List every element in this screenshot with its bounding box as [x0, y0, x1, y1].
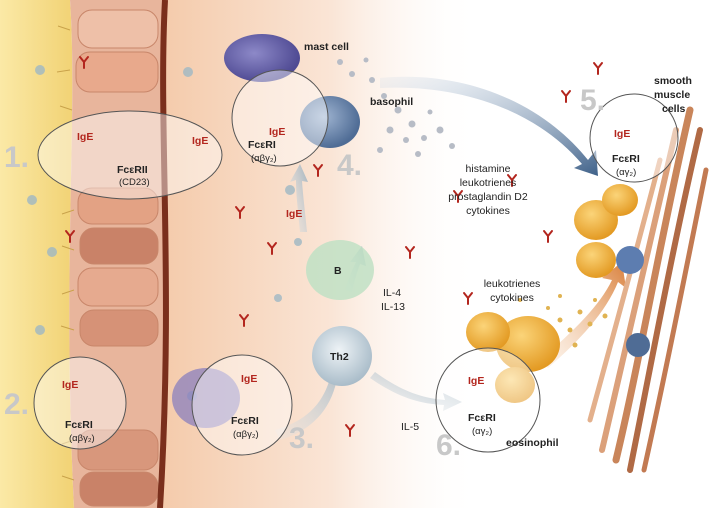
step-number-5: 5. [580, 84, 605, 117]
ige-label-b: IgE [286, 208, 302, 220]
callout-circle-3 [191, 354, 293, 456]
th2-label: Th2 [330, 351, 349, 363]
fcerii-label: FcεRII [117, 164, 148, 176]
callout-circle-5 [589, 93, 679, 183]
il13-label: IL-13 [381, 301, 405, 313]
airway-lumen [0, 0, 74, 508]
step-number-6: 6. [436, 429, 461, 462]
arrow-eosinophil-to-muscle [540, 262, 626, 368]
mediator-granules [337, 57, 455, 157]
ige-label-4: IgE [269, 126, 285, 138]
step-number-2: 2. [4, 388, 29, 421]
ige-label-5: IgE [614, 128, 630, 140]
dendritic-cell [172, 368, 240, 428]
arrow-th2-to-eosinophil [370, 372, 462, 411]
basement-membrane [157, 0, 169, 508]
eos-mediator-leukotrienes: leukotrienes [484, 278, 541, 290]
ige-label-1b: IgE [192, 135, 208, 147]
smooth-muscle-label-line1: smooth [654, 75, 692, 87]
step-number-4: 4. [337, 149, 362, 182]
callout-circle-1 [37, 110, 223, 200]
callout-circle-6 [435, 347, 541, 453]
fceri-label-5: FcεRI [612, 153, 640, 165]
il5-label: IL-5 [401, 421, 419, 433]
epithelial-cells [75, 9, 159, 507]
ige-label-2: IgE [62, 379, 78, 391]
abg2-label-2: (αβγ₂) [69, 433, 95, 444]
mast-cell-label: mast cell [304, 41, 349, 53]
mediator-histamine: histamine [466, 163, 511, 175]
smooth-muscle-label-line2: muscle [654, 89, 690, 101]
eosinophil-granules [518, 294, 608, 348]
ige-label-3: IgE [241, 373, 257, 385]
fceri-label-4: FcεRI [248, 139, 276, 151]
fceri-label-3: FcεRI [231, 415, 259, 427]
cilia [56, 25, 75, 481]
smooth-muscle-fibers [587, 106, 709, 473]
arrow-b-to-ige [290, 164, 308, 232]
smooth-muscle-label-line3: cells [662, 103, 686, 115]
callout-circle-4 [231, 69, 329, 167]
basophil-cell [300, 96, 360, 148]
basophil-label: basophil [370, 96, 413, 108]
abg2-label-3: (αβγ₂) [233, 429, 259, 440]
eosinophil-cells [466, 184, 650, 403]
callout-circle-2 [33, 356, 127, 450]
b-cell [306, 240, 374, 300]
abg2-label-4: (αβγ₂) [251, 153, 277, 164]
il4-label: IL-4 [383, 287, 401, 299]
arrow-to-smooth-muscle [380, 76, 598, 176]
th2-cell [312, 326, 372, 386]
step-number-1: 1. [4, 141, 29, 174]
eos-mediator-cytokines: cytokines [490, 292, 534, 304]
step-number-3: 3. [289, 422, 314, 455]
mediator-leukotrienes: leukotrienes [460, 177, 517, 189]
b-cell-label: B [334, 265, 342, 277]
mediator-cytokines: cytokines [466, 205, 510, 217]
fceri-label-6: FcεRI [468, 412, 496, 424]
ag2-label-5: (αγ₂) [616, 167, 636, 178]
mediator-prostaglandin: prostaglandin D2 [448, 191, 528, 203]
ige-label-1a: IgE [77, 131, 93, 143]
ag2-label-6: (αγ₂) [472, 426, 492, 437]
ige-label-6: IgE [468, 375, 484, 387]
cd23-label: (CD23) [119, 177, 150, 188]
eosinophil-label: eosinophil [506, 437, 559, 449]
fceri-label-2: FcεRI [65, 419, 93, 431]
